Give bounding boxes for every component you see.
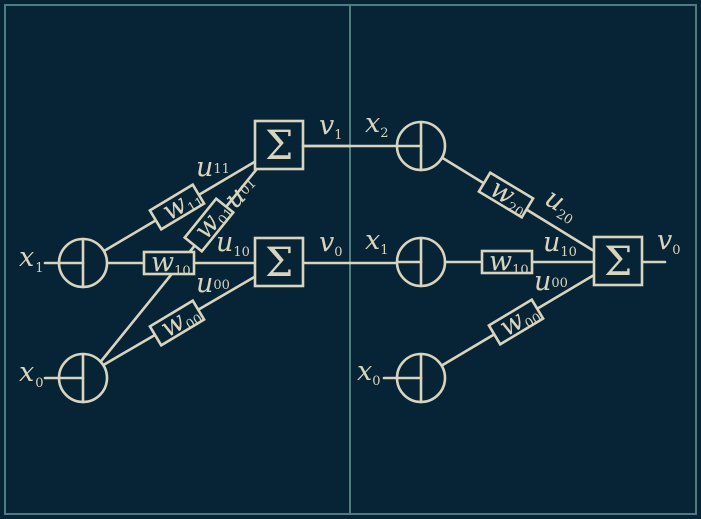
input-node-x1 (57, 237, 109, 289)
input-node-x0-right (395, 352, 447, 404)
left-panel: x1 x0 w11 w01 w10 w00 u11 u01 u1 (19, 110, 352, 404)
output-label-v0: v0 (319, 227, 343, 260)
weight-box-w00: w00 (148, 298, 206, 348)
input-label-x2: x2 (365, 108, 389, 141)
edge-label-u00-right: u00 (534, 266, 568, 297)
svg-text:Σ: Σ (265, 240, 293, 286)
input-node-x0 (57, 352, 109, 404)
edge-label-u00: u00 (196, 268, 230, 299)
weight-box-w20: w20 (477, 170, 535, 221)
input-label-x0-right: x0 (357, 356, 381, 389)
weight-box-w10-right: w10 (480, 246, 534, 278)
input-label-x0: x0 (19, 357, 44, 391)
svg-text:Σ: Σ (265, 123, 293, 169)
svg-text:w10: w10 (151, 247, 191, 279)
output-label-v1: v1 (319, 110, 343, 143)
input-label-x1: x1 (19, 242, 44, 276)
input-node-x1-right (395, 236, 447, 288)
output-label-v0-right: v0 (657, 225, 681, 258)
sum-node-1: Σ (253, 119, 305, 171)
svg-text:w10: w10 (489, 246, 529, 278)
edge-label-u10-right: u10 (543, 227, 577, 260)
weight-box-w00-right: w00 (487, 297, 545, 347)
input-node-x2 (395, 120, 447, 172)
right-panel: x2 x1 x0 w20 w10 w00 u20 u10 u00 (301, 108, 681, 404)
edge-label-u11: u11 (196, 152, 230, 183)
input-label-x1-right: x1 (365, 225, 389, 258)
edge-label-u10: u10 (216, 227, 250, 260)
svg-text:Σ: Σ (604, 239, 632, 285)
weight-box-w10: w10 (142, 247, 196, 279)
sum-node-0: Σ (253, 236, 305, 288)
sum-node-right: Σ (592, 235, 644, 287)
